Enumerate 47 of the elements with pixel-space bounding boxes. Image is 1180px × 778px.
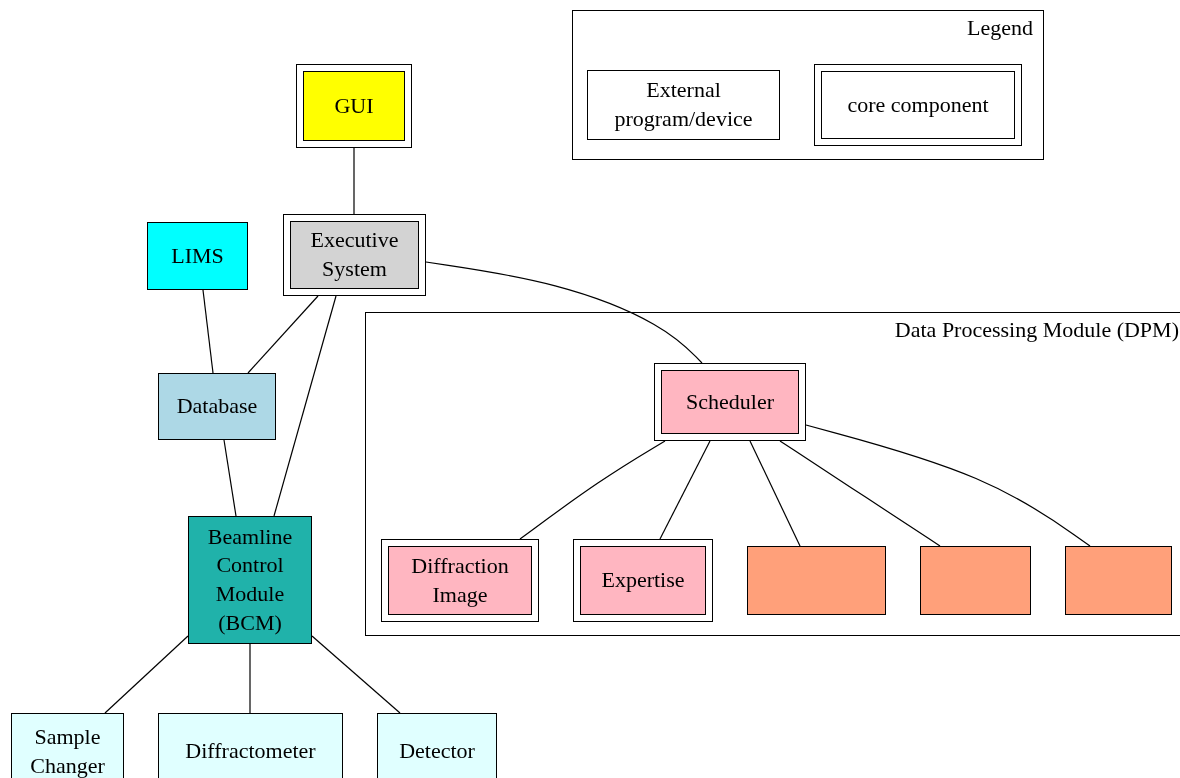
node-label: core component [847, 90, 989, 119]
node-label: Expertise [601, 566, 685, 595]
component-box [654, 363, 806, 441]
connector-line [425, 261, 703, 364]
node-label: LIMS [171, 241, 224, 270]
node-label: Diffractometer [185, 737, 316, 766]
node-label: Detector [399, 737, 475, 766]
connector-line [202, 289, 214, 374]
connector-line [659, 440, 711, 540]
node-label: Diffraction Image [410, 551, 510, 609]
component-box [296, 64, 412, 148]
component-box [283, 214, 426, 296]
connector-line [104, 635, 189, 714]
connector-line [223, 439, 237, 517]
connector-line [519, 440, 666, 540]
node-label: Database [176, 392, 258, 421]
panel-title: Legend [967, 15, 1033, 41]
node-label: Scheduler [686, 387, 774, 416]
node-label: Beamline Control Module (BCM) [206, 522, 294, 637]
connector-line [353, 147, 355, 215]
connector-line [273, 295, 337, 517]
external-box [188, 516, 312, 644]
legend-sample-box [814, 64, 1022, 146]
legend-panel [572, 10, 1044, 160]
empty-box [747, 546, 886, 615]
node-label: GUI [334, 91, 374, 120]
external-box [147, 222, 248, 290]
external-box [377, 713, 497, 778]
external-box [158, 713, 343, 778]
empty-box [1065, 546, 1172, 615]
connector-line [311, 635, 401, 714]
legend-sample-box [587, 70, 780, 140]
external-box [158, 373, 276, 440]
connector-line [249, 643, 251, 714]
connector-line [805, 424, 1091, 547]
connector-line [749, 440, 801, 547]
component-box [573, 539, 713, 622]
module-container [365, 312, 1180, 636]
component-box [381, 539, 539, 622]
empty-box [920, 546, 1031, 615]
connector-line [779, 440, 941, 547]
external-box [11, 713, 124, 778]
panel-title: Data Processing Module (DPM) [894, 317, 1179, 343]
node-label: Sample Changer [29, 722, 106, 778]
node-label: Executive System [309, 226, 400, 283]
node-label: External program/device [613, 76, 754, 133]
connector-line [247, 295, 319, 374]
